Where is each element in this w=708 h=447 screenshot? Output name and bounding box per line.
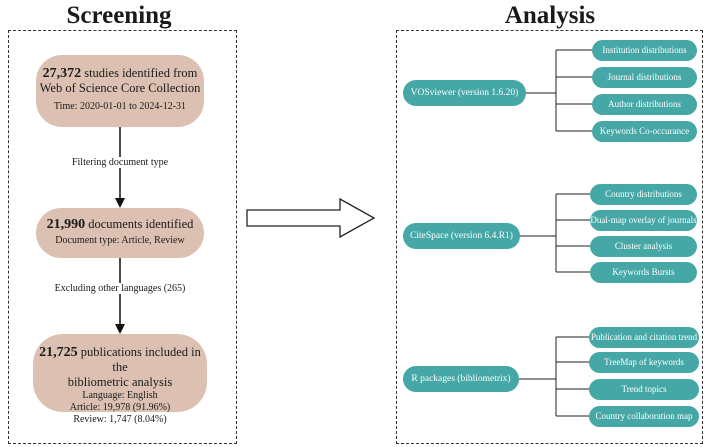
big-transition-arrow (246, 197, 376, 239)
group-2-bracket (520, 193, 590, 273)
included-reviews: Review: 1,747 (8.04%) (73, 414, 167, 425)
screening-box-identified: 27,372 studies identified from Web of Sc… (36, 55, 204, 127)
item-trend-topics: Trend topics (589, 379, 699, 400)
item-country-collaboration-map: Country collaboration map (589, 406, 699, 427)
item-journal-distributions: Journal distributions (592, 67, 697, 88)
screening-box-documents: 21,990 documents identified Document typ… (36, 208, 204, 258)
included-text-b: bibliometric analysis (67, 375, 173, 389)
item-keywords-cooccurance: Keywords Co-occurance (592, 121, 697, 142)
item-keywords-bursts: Keywords Bursts (590, 262, 697, 283)
included-articles: Article: 19,978 (91.96%) (69, 402, 171, 413)
group-1-bracket (526, 49, 592, 132)
screening-heading: Screening (66, 2, 172, 29)
group-3-bracket (519, 336, 589, 417)
included-language: Language: English (82, 390, 158, 401)
item-author-distributions: Author distributions (592, 94, 697, 115)
analysis-heading: Analysis (504, 2, 596, 29)
tool-r-packages: R packages (bibliometrix) (403, 366, 519, 392)
identified-count: 27,372 (42, 66, 82, 81)
step-label-filter: Filtering document type (40, 157, 200, 168)
identified-time: Time: 2020-01-01 to 2024-12-31 (53, 101, 187, 112)
included-text-a: publications included in the (77, 345, 201, 374)
documents-count: 21,990 (46, 217, 86, 232)
documents-text: documents identified (85, 217, 194, 231)
screening-box-included: 21,725 publications included in the bibl… (33, 334, 207, 425)
screening-frame (8, 30, 237, 444)
item-treemap-keywords: TreeMap of keywords (589, 352, 699, 373)
step-label-language: Excluding other languages (265) (40, 283, 200, 294)
identified-text-a: studies identified from (81, 66, 198, 80)
item-institution-distributions: Institution distributions (592, 40, 697, 61)
identified-text-b: Web of Science Core Collection (39, 81, 201, 95)
documents-type: Document type: Article, Review (55, 235, 185, 246)
included-count: 21,725 (39, 345, 78, 360)
tool-vosviewer: VOSviewer (version 1.6.20) (403, 80, 526, 106)
tool-citespace: CiteSpace (version 6.4.R1) (403, 223, 520, 249)
item-country-distributions: Country distributions (590, 184, 697, 205)
item-cluster-analysis: Cluster analysis (590, 236, 697, 257)
analysis-frame (396, 30, 703, 444)
item-publication-citation-trend: Publication and citation trend (589, 327, 699, 348)
item-dual-map-overlay: Dual-map overlay of journals (590, 210, 697, 231)
